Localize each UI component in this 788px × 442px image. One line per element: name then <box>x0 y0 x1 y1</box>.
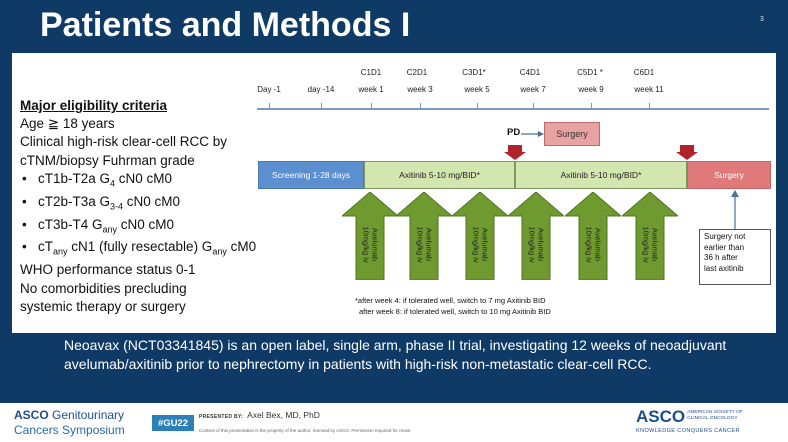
axitinib-bar-1: Axitinib 5-10 mg/BID* <box>364 161 515 189</box>
avelumab-label: Avelumab 10mg/kg iv <box>528 225 546 263</box>
society-name: AMERICAN SOCIETY OF CLINICAL ONCOLOGY <box>687 410 743 421</box>
note-pointer-arrowhead <box>731 190 739 197</box>
cycle-label: C4D1 <box>519 68 541 77</box>
timeline-tick <box>533 103 534 109</box>
asco-gu-logo: ASCO Genitourinary Cancers Symposium <box>14 408 125 437</box>
surgery-timing-note: Surgery not earlier than 36 h after last… <box>699 229 771 285</box>
timeline-tick <box>269 103 270 109</box>
trial-description: Neoavax (NCT03341845) is an open label, … <box>64 337 727 372</box>
avelumab-label: Avelumab 10mg/kg iv <box>416 225 434 263</box>
up-arrow-icon <box>452 192 508 280</box>
presenter-name: Axel Bex, MD, PhD <box>247 410 320 420</box>
disclaimer: Content of this presentation is the prop… <box>199 428 412 433</box>
hashtag-badge: #GU22 <box>152 415 194 431</box>
criteria-bullet: cTany cN1 (fully resectable) Gany cM0 <box>20 238 320 261</box>
note-line: 36 h after <box>704 253 738 262</box>
gu-word: Genitourinary <box>48 408 125 422</box>
week-label: week 7 <box>520 85 546 94</box>
up-arrow-icon <box>622 192 678 280</box>
pd-to-surgery-arrowhead <box>538 131 544 137</box>
week-label: week 1 <box>358 85 384 94</box>
screening-bar: Screening 1-28 days <box>258 161 364 189</box>
avelumab-arrow: Avelumab 10mg/kg iv <box>342 192 398 280</box>
avelumab-label: Avelumab 10mg/kg iv <box>362 225 380 263</box>
avelumab-arrow: Avelumab 10mg/kg iv <box>452 192 508 280</box>
criteria-age: Age ≧ 18 years <box>20 116 115 132</box>
cycle-label: C2D1 <box>406 68 428 77</box>
note-line: Surgery not <box>704 232 746 241</box>
criteria-risk-line1: Clinical high-risk clear-cell RCC by <box>20 134 228 150</box>
symposium-word: Cancers Symposium <box>14 423 125 437</box>
avelumab-arrow: Avelumab 10mg/kg iv <box>622 192 678 280</box>
timeline-tick <box>649 103 650 109</box>
dose-footnote: *after week 4: if tolerated well, switch… <box>355 295 551 317</box>
week-label: week 11 <box>634 85 664 94</box>
surgery-bar: Surgery <box>687 161 771 189</box>
criteria-comorb1: No comorbidities precluding <box>20 280 187 296</box>
cycle-label: C6D1 <box>633 68 655 77</box>
note-line: earlier than <box>704 242 745 252</box>
avelumab-label: Avelumab 10mg/kg iv <box>472 225 490 263</box>
pd-surgery-box: Surgery <box>544 122 600 146</box>
criteria-heading: Major eligibility criteria <box>20 98 168 113</box>
avelumab-label: Avelumab 10mg/kg iv <box>585 225 603 263</box>
criteria-risk-line2: cTNM/biopsy Fuhrman grade <box>20 152 195 168</box>
surgery-marker-icon <box>676 145 698 160</box>
slide-title: Patients and Methods I <box>40 6 411 44</box>
axitinib-bar-2: Axitinib 5-10 mg/BID* <box>515 161 687 189</box>
timeline-tick <box>420 103 421 109</box>
asco-tagline: KNOWLEDGE CONQUERS CANCER <box>636 428 740 434</box>
week-label: week 9 <box>578 85 604 94</box>
day-label: day -14 <box>307 85 335 94</box>
footnote-line: *after week 4: if tolerated well, switch… <box>355 296 546 305</box>
timeline-axis <box>257 108 769 110</box>
up-arrow-icon <box>508 192 564 280</box>
cycle-label: C3D1* <box>462 68 486 77</box>
asco-logo-text: ASCO <box>636 407 686 426</box>
pd-marker-icon <box>504 145 526 160</box>
up-arrow-icon <box>396 192 452 280</box>
criteria-who: WHO performance status 0-1 <box>20 262 196 278</box>
note-line: last axitinib <box>704 263 744 273</box>
eligibility-criteria: Major eligibility criteria Age ≧ 18 year… <box>20 97 320 316</box>
timeline-tick <box>477 103 478 109</box>
footer: ASCO Genitourinary Cancers Symposium #GU… <box>0 403 788 442</box>
day-label: Day -1 <box>257 85 281 94</box>
cycle-label: C1D1 <box>360 68 382 77</box>
avelumab-arrow: Avelumab 10mg/kg iv <box>396 192 452 280</box>
footnote-line: after week 8: if tolerated well, switch … <box>359 307 551 316</box>
week-label: week 5 <box>464 85 490 94</box>
timeline-tick <box>371 103 372 109</box>
timeline-tick <box>321 103 322 109</box>
cycle-label: C5D1 * <box>577 68 603 77</box>
up-arrow-icon <box>565 192 621 280</box>
criteria-comorb2: systemic therapy or surgery <box>20 298 186 314</box>
avelumab-arrow: Avelumab 10mg/kg iv <box>565 192 621 280</box>
presenter-line: PRESENTED BY:Axel Bex, MD, PhD <box>199 410 320 420</box>
presented-by-label: PRESENTED BY: <box>199 414 244 420</box>
timeline-tick <box>591 103 592 109</box>
criteria-bullet: cT3b-T4 Gany cN0 cM0 <box>20 216 320 239</box>
avelumab-label: Avelumab 10mg/kg iv <box>642 225 660 263</box>
slide-number: 3 <box>760 16 764 23</box>
avelumab-arrow: Avelumab 10mg/kg iv <box>508 192 564 280</box>
criteria-bullet: cT1b-T2a G4 cN0 cM0 <box>20 170 320 193</box>
criteria-bullet: cT2b-T3a G3-4 cN0 cM0 <box>20 193 320 216</box>
asco-word: ASCO <box>14 408 49 422</box>
week-label: week 3 <box>407 85 433 94</box>
pd-label: PD <box>507 127 521 138</box>
